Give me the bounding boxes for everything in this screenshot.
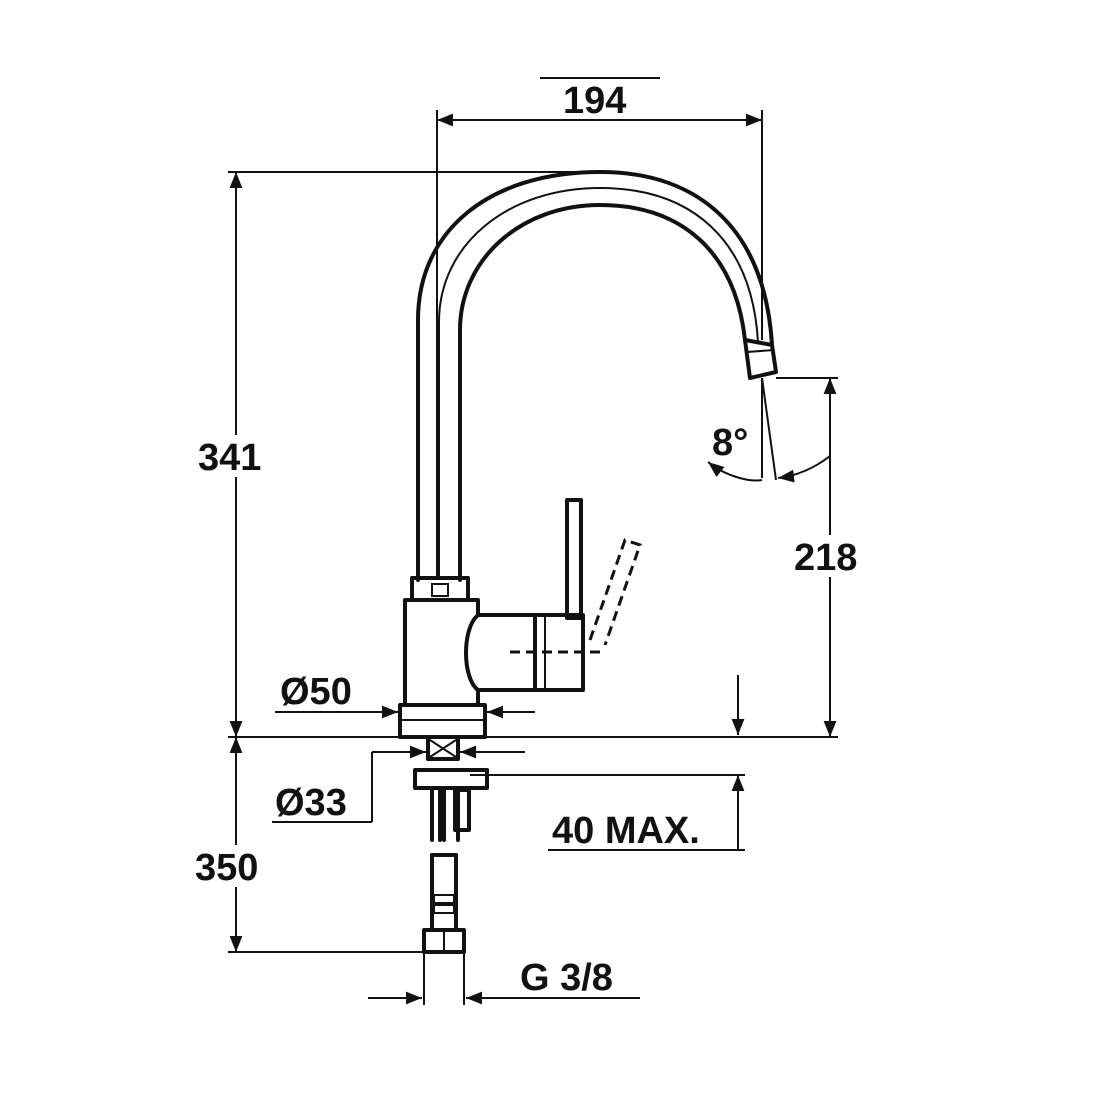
label-hole-diameter: Ø33 xyxy=(275,782,347,824)
stud xyxy=(453,788,471,832)
label-spout-height: 218 xyxy=(794,537,857,579)
dim-hole-diameter: Ø33 xyxy=(272,745,525,824)
label-spout-angle: 8° xyxy=(712,422,748,464)
mounting-nut xyxy=(413,768,489,790)
label-max-thickness: 40 MAX. xyxy=(552,810,700,852)
dim-max-thickness: 40 MAX. xyxy=(470,774,745,852)
label-connection: G 3/8 xyxy=(520,957,613,999)
spout-centerline xyxy=(438,186,759,580)
lever-rotated xyxy=(588,538,642,646)
label-hose-length: 350 xyxy=(195,847,258,889)
dim-spout-reach: 194 xyxy=(436,77,763,580)
dim-connection: G 3/8 xyxy=(368,952,640,1005)
dim-total-height: 341 xyxy=(195,171,600,737)
spout-inner xyxy=(458,203,747,582)
label-base-diameter: Ø50 xyxy=(280,671,352,713)
dim-spout-height: 218 xyxy=(731,377,874,737)
aerator xyxy=(743,338,778,380)
label-total-height: 341 xyxy=(198,437,261,479)
body-front-bulge xyxy=(464,613,480,692)
dim-hose-length: 350 xyxy=(192,737,424,953)
dim-base-diameter: Ø50 xyxy=(275,671,535,719)
label-spout-reach: 194 xyxy=(563,80,626,122)
lever xyxy=(565,498,583,620)
faucet-outline xyxy=(398,170,778,954)
dim-spout-angle: 8° xyxy=(707,377,831,483)
